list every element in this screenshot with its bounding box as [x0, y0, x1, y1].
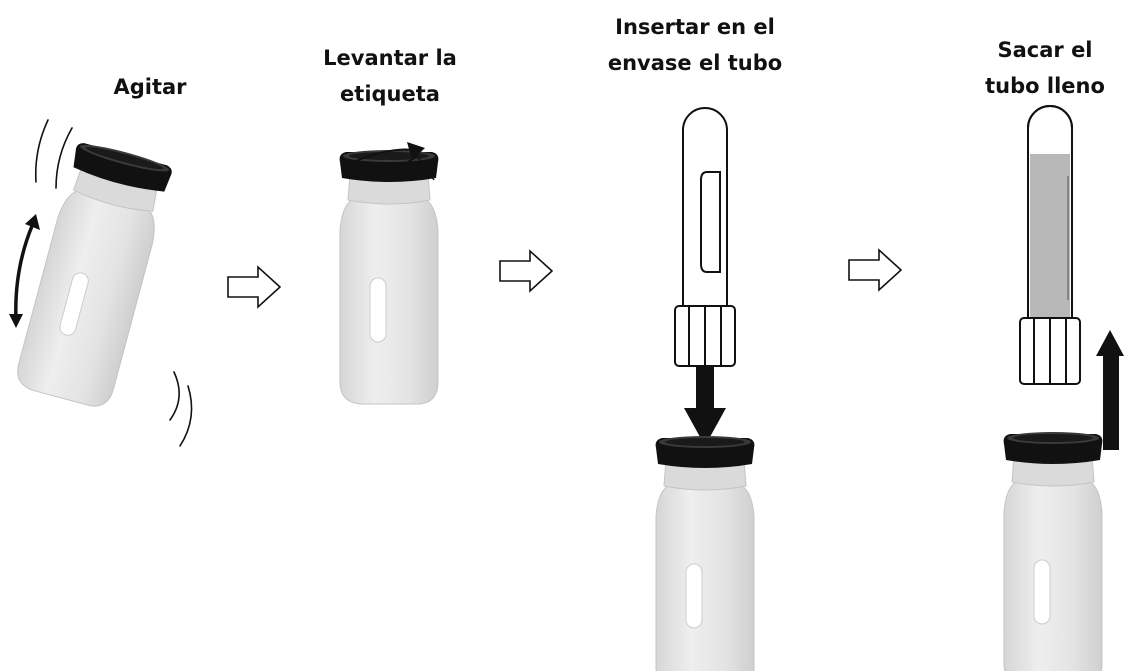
step-3-title-line-1: Insertar en el — [615, 15, 775, 39]
shaken-bottle — [12, 139, 175, 411]
step-2-title-line-2: etiqueta — [340, 82, 440, 106]
double-headed-arrow-icon — [9, 214, 40, 328]
upward-arrow-icon — [1096, 330, 1124, 450]
step-4-title-line-2: tubo lleno — [985, 74, 1105, 98]
label-bottle — [339, 149, 439, 405]
hollow-right-arrow-icon-1 — [227, 266, 281, 308]
step-2-title: Levantar la etiqueta — [300, 40, 480, 112]
hollow-right-arrow-icon-2 — [499, 250, 553, 292]
step-1-title: Agitar — [90, 69, 210, 105]
step-1-title-line-1: Agitar — [113, 75, 187, 99]
filled-tube — [1019, 105, 1081, 385]
step-3-title: Insertar en el envase el tubo — [590, 9, 800, 81]
step-3-title-line-2: envase el tubo — [607, 51, 783, 75]
empty-tube — [674, 107, 736, 367]
step-2-title-line-1: Levantar la — [323, 46, 457, 70]
shake-motion-icon — [34, 119, 193, 447]
removal-bottle — [1003, 431, 1103, 671]
step-4-title-line-1: Sacar el — [997, 38, 1093, 62]
downward-arrow-icon — [684, 366, 726, 446]
step-4-title: Sacar el tubo lleno — [975, 32, 1115, 104]
insert-bottle — [655, 435, 755, 671]
label-lift-arrow-icon — [344, 142, 435, 181]
hollow-right-arrow-icon-3 — [848, 249, 902, 291]
